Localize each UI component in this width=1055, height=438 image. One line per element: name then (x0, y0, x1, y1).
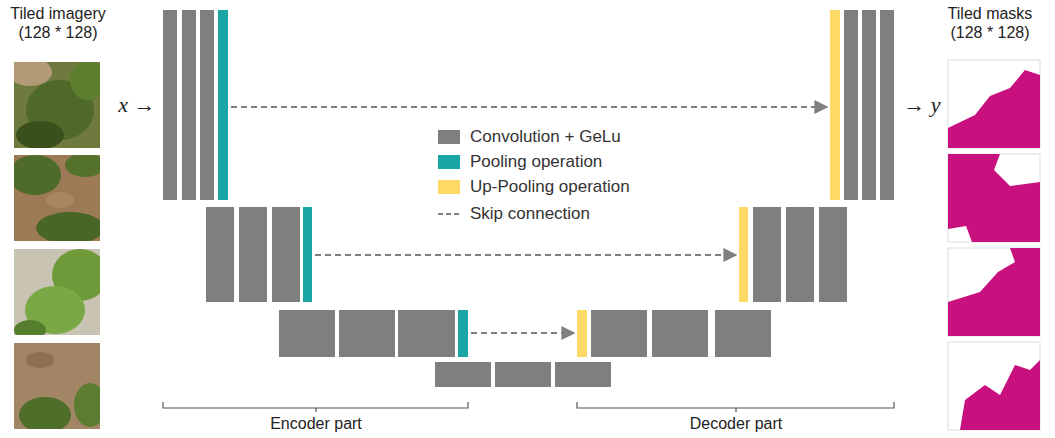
output-symbol: → y (895, 92, 949, 118)
mask-region (948, 70, 1040, 148)
conv-block (753, 207, 781, 302)
conv-block (786, 207, 814, 302)
shrub (14, 155, 61, 195)
conv-block (398, 310, 455, 357)
shrub (74, 383, 100, 427)
image-tile (14, 155, 100, 241)
legend-text: Convolution + GeLu (470, 126, 621, 148)
conv-block (555, 362, 611, 387)
conv-block (206, 207, 234, 302)
skip-connections (231, 107, 827, 333)
brackets (163, 402, 894, 412)
legend-text: Skip connection (470, 203, 590, 225)
image-tile (14, 343, 100, 429)
image-tile (14, 249, 100, 335)
input-title: Tiled imagery (128 * 128) (2, 4, 114, 42)
decoder-bracket (577, 402, 894, 412)
conv-block (844, 10, 858, 200)
mask-tile (948, 154, 1040, 242)
legend-entry: Pooling operation (438, 151, 698, 173)
uppooling-block (830, 10, 840, 200)
legend-entry: Convolution + GeLu (438, 126, 698, 148)
conv-block (819, 207, 847, 302)
decoder-blocks (591, 10, 894, 357)
uppooling-block (577, 310, 587, 357)
image-tile (14, 62, 100, 148)
soil-patch (26, 352, 54, 368)
shrub (14, 320, 46, 335)
shrub (36, 212, 100, 241)
soil-patch (14, 62, 52, 86)
bottleneck-blocks (435, 362, 611, 387)
legend-line-sample (438, 213, 460, 215)
legend-text: Pooling operation (470, 151, 602, 173)
mask-tile (948, 60, 1040, 148)
skip-connection (315, 254, 736, 256)
uppooling-block (739, 207, 748, 302)
part-label: Decoder part (636, 414, 836, 433)
encoder-bracket (163, 402, 468, 412)
conv-block (339, 310, 395, 357)
conv-block (495, 362, 551, 387)
part-label: Encoder part (216, 414, 416, 433)
conv-block (591, 310, 647, 357)
legend-entry: Skip connection (438, 203, 698, 225)
mask-tile (948, 248, 1040, 336)
conv-block (652, 310, 708, 357)
legend-swatch (438, 130, 460, 144)
conv-block (862, 10, 876, 200)
pooling-blocks (218, 10, 468, 357)
conv-block (715, 310, 771, 357)
soil-patch (46, 192, 74, 208)
legend-text: Up-Pooling operation (470, 176, 630, 198)
conv-block (182, 10, 196, 200)
mask-region (948, 154, 1040, 242)
pooling-block (303, 207, 312, 302)
conv-block (239, 207, 267, 302)
shrub (19, 397, 71, 429)
legend-swatch (438, 155, 460, 169)
conv-block (279, 310, 335, 357)
shrub (65, 155, 100, 177)
conv-block (272, 207, 300, 302)
skip-connection (471, 332, 574, 334)
mask-region (960, 360, 1040, 430)
pooling-block (218, 10, 228, 200)
pooling-block (458, 310, 468, 357)
encoder-blocks (163, 10, 455, 357)
output-title: Tiled masks (128 * 128) (934, 4, 1046, 42)
legend-swatch (438, 180, 460, 194)
mask-region (948, 248, 1040, 336)
shrub (16, 121, 64, 148)
conv-block (163, 10, 177, 200)
legend-entry: Up-Pooling operation (438, 176, 698, 198)
input-symbol: x → (110, 92, 164, 118)
conv-block (880, 10, 894, 200)
skip-connection (231, 106, 827, 108)
shrub (70, 62, 100, 100)
conv-block (200, 10, 214, 200)
mask-tiles (948, 60, 1040, 430)
mask-tile (948, 342, 1040, 430)
conv-block (435, 362, 491, 387)
